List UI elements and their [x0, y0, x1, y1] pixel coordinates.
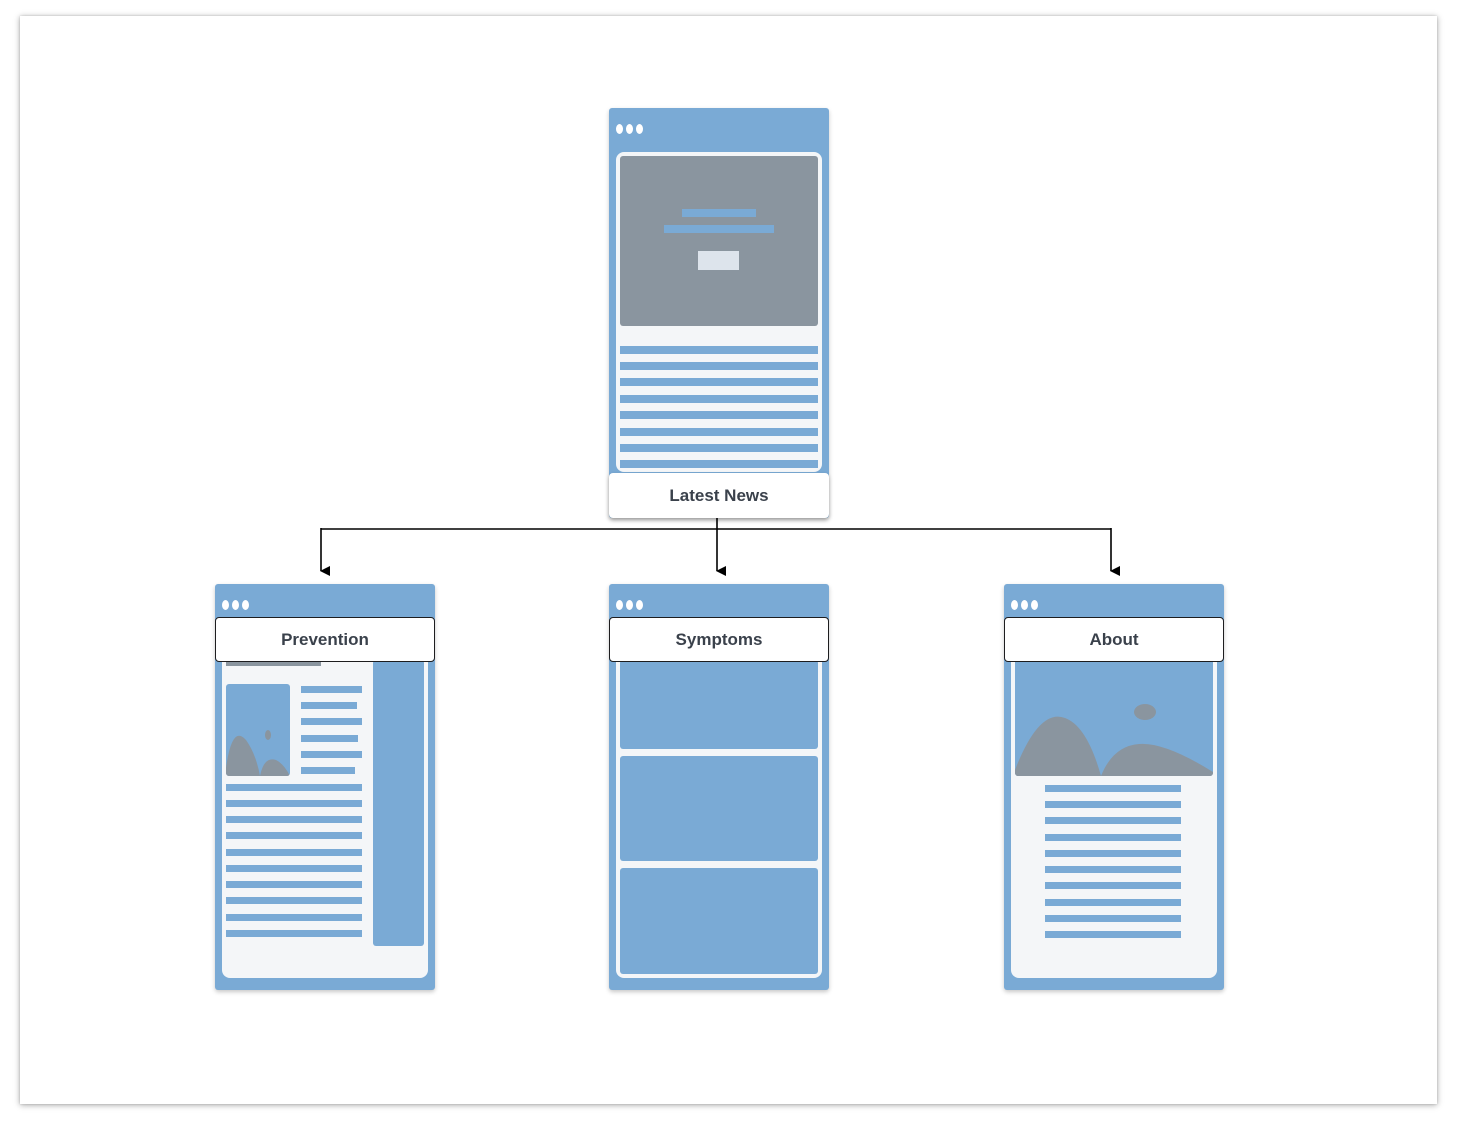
node-label-symptoms: Symptoms [609, 617, 829, 662]
node-label-about: About [1004, 617, 1224, 662]
node-label-prevention: Prevention [215, 617, 435, 662]
wireframe-about[interactable]: About [1004, 584, 1224, 990]
hero-button [698, 251, 739, 270]
wireframe-latest-news[interactable]: Latest News [609, 108, 829, 518]
card-3 [620, 868, 818, 974]
hero-title-bar [682, 209, 756, 217]
sidebar-panel [373, 660, 424, 946]
card-1 [620, 660, 818, 749]
screen [222, 618, 428, 978]
node-label-latest-news: Latest News [609, 473, 829, 518]
screen [616, 618, 822, 978]
hero-subtitle-bar [664, 225, 774, 233]
image-placeholder-icon [1015, 658, 1213, 776]
header-bar [226, 660, 321, 666]
card-2 [620, 756, 818, 861]
hero-banner [620, 156, 818, 326]
screen [616, 152, 822, 472]
wireframe-symptoms[interactable]: Symptoms [609, 584, 829, 990]
screen [1011, 618, 1217, 978]
wireframe-prevention[interactable]: Prevention [215, 584, 435, 990]
image-placeholder-icon [226, 684, 290, 776]
